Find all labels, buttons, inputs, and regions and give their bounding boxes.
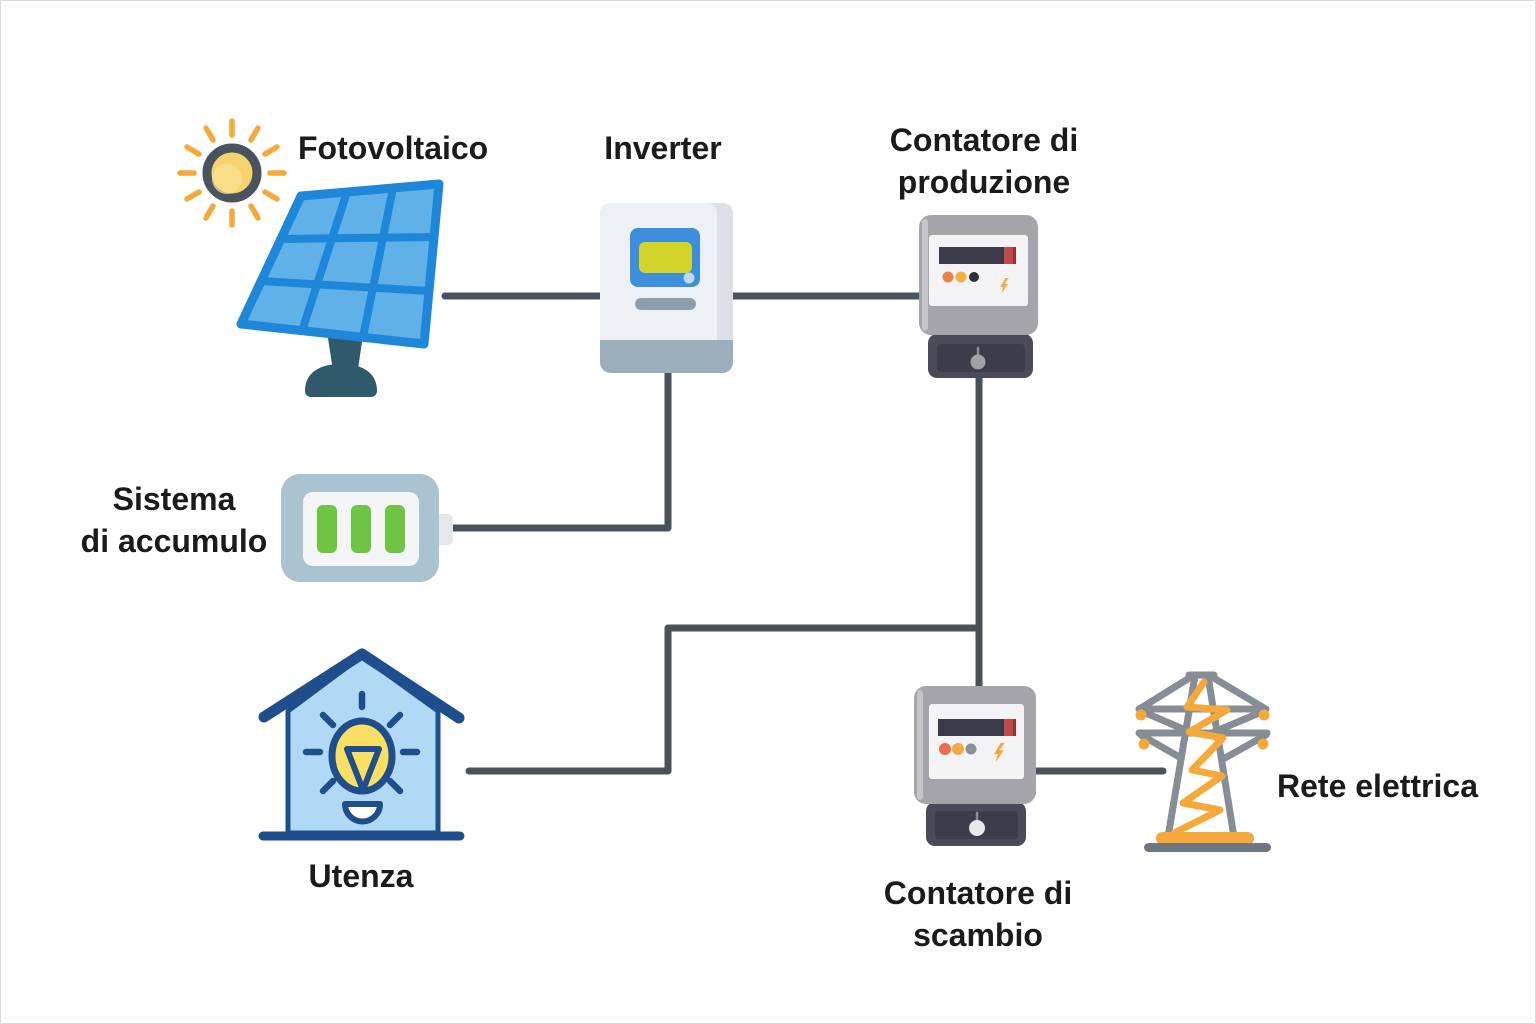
inverter-icon	[600, 203, 733, 373]
sun-rays	[177, 118, 287, 228]
wire-utenza-junction	[465, 624, 980, 775]
meter-indicator-dots	[942, 271, 979, 283]
meter-display	[939, 247, 1016, 264]
battery-icon	[281, 474, 453, 582]
tower-base-bar	[1144, 843, 1271, 852]
bulb-filament-triangle	[344, 746, 382, 793]
label-contatore-scambio: Contatore di scambio	[883, 875, 1073, 953]
bulb-rays	[302, 690, 421, 795]
sun-highlight	[212, 164, 242, 194]
lightning-bolt-icon	[994, 743, 1005, 763]
bulb-base	[342, 801, 383, 825]
battery-charge-bars	[317, 505, 405, 553]
meter-display-red-edge	[1013, 719, 1016, 736]
tower-structure	[1135, 671, 1271, 841]
inverter-indicator-light	[683, 272, 695, 284]
panel-grid	[260, 187, 435, 338]
label-sistema-accumulo: Sistema di accumulo	[80, 481, 268, 559]
transmission-tower-icon	[1135, 671, 1271, 852]
inverter-vent-slot	[635, 298, 696, 310]
meter-panel	[929, 235, 1028, 306]
label-fotovoltaico: Fotovoltaico	[298, 130, 489, 166]
exchange-meter-icon	[914, 686, 1036, 846]
label-contatore-produzione: Contatore di produzione	[889, 122, 1079, 200]
meter-seal	[969, 820, 985, 836]
meter-panel	[929, 704, 1024, 779]
meter-display	[938, 719, 1016, 736]
production-meter-icon	[919, 215, 1038, 378]
sun-icon	[177, 118, 287, 228]
battery-terminal	[435, 514, 453, 545]
wires	[441, 292, 1167, 775]
panel-stand-base	[305, 364, 377, 397]
house-roof	[258, 648, 465, 724]
label-rete-elettrica: Rete elettrica	[1277, 768, 1478, 804]
tower-zigzag-brace	[1170, 678, 1231, 837]
wire-inverter-accumulo	[450, 369, 672, 532]
lightning-bolt-icon	[1000, 278, 1009, 294]
solar-panel-icon	[236, 179, 444, 397]
inverter-bottom-strip	[600, 340, 733, 373]
tower-base-pad	[1156, 832, 1254, 845]
meter-body-highlight	[922, 219, 928, 331]
label-inverter: Inverter	[604, 130, 722, 166]
panel-stand-pole	[328, 335, 363, 371]
house-bulb-icon	[258, 648, 465, 841]
meter-indicator-dots	[939, 743, 977, 755]
meter-display-red-edge	[1013, 247, 1016, 264]
tower-insulator-dots	[1135, 709, 1270, 750]
label-utenza: Utenza	[308, 858, 414, 894]
meter-seal	[970, 354, 986, 370]
meter-body-highlight	[917, 690, 923, 800]
inverter-screen-display	[639, 242, 692, 273]
